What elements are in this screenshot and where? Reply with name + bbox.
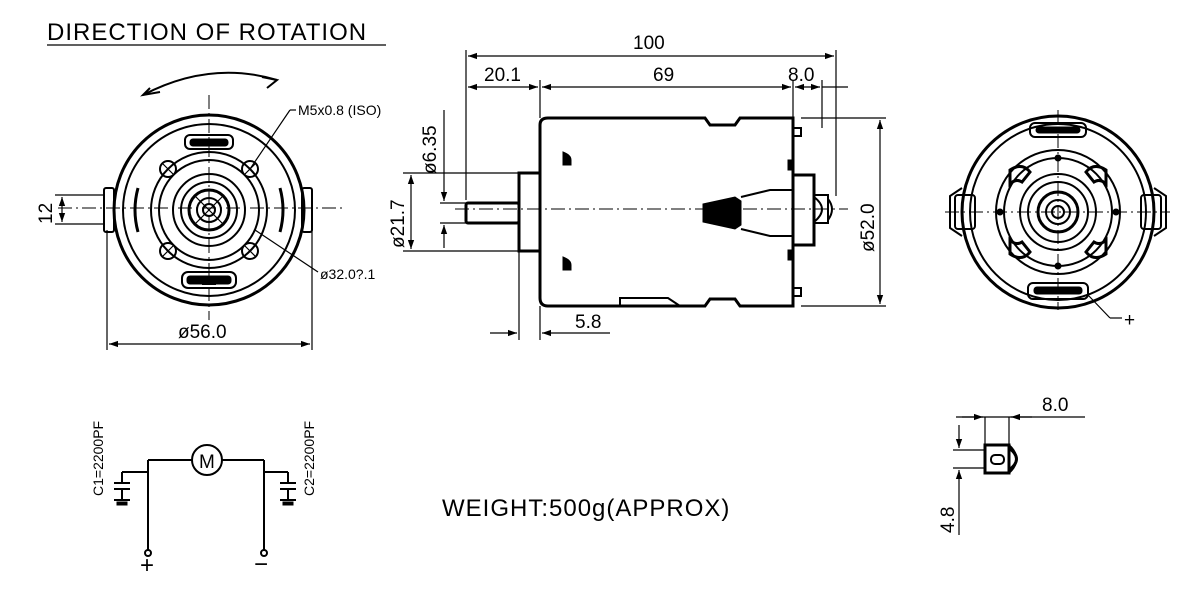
- bolt-circle-label: ø32.0?.1: [320, 266, 375, 282]
- outer-dia-label: ø56.0: [178, 322, 227, 343]
- cap2-label: C2=2200PF: [301, 421, 317, 496]
- body-dia-label: ø52.0: [858, 203, 879, 252]
- shaft-dia-label: ø6.35: [420, 125, 441, 174]
- flange-offset-label: 5.8: [575, 312, 601, 333]
- shaft-length-label: 20.1: [484, 65, 521, 86]
- weight-label: WEIGHT:500g(APPROX): [442, 495, 730, 522]
- title-block: DIRECTION OF ROTATION: [47, 19, 386, 46]
- boss-dia-label: ø21.7: [388, 199, 409, 248]
- rear-length-label: 8.0: [788, 65, 814, 86]
- cap1-label: C1=2200PF: [90, 421, 106, 496]
- rear-view: +: [945, 110, 1170, 331]
- motor-body: [538, 116, 795, 308]
- terminal-detail: 8.0 4.8: [938, 395, 1085, 535]
- motor-symbol-icon: [191, 444, 223, 476]
- polarity-label: +: [1124, 310, 1135, 331]
- thread-label: M5x0.8 (ISO): [298, 102, 381, 118]
- title-text: DIRECTION OF ROTATION: [47, 19, 367, 46]
- motor-symbol-label: M: [199, 452, 215, 473]
- plus-terminal-label: +: [140, 552, 155, 579]
- rotation-arrow-icon: [142, 71, 278, 96]
- overall-length-label: 100: [633, 33, 665, 54]
- shaft: [464, 201, 521, 225]
- schematic: M C1=2200PF C2=2200PF + −: [90, 421, 317, 579]
- terminal-height-label: 4.8: [938, 507, 959, 533]
- front-view: M5x0.8 (ISO) ø32.0?.1 ø56.0 12: [36, 71, 381, 350]
- terminal-dim-label: 12: [36, 203, 57, 224]
- minus-terminal-label: −: [254, 551, 269, 578]
- terminal-width-label: 8.0: [1042, 395, 1068, 416]
- body-length-label: 69: [653, 65, 674, 86]
- side-view: 100 20.1 69 8.0 ø6.35 ø21.7 ø52.0 5.8: [388, 33, 886, 340]
